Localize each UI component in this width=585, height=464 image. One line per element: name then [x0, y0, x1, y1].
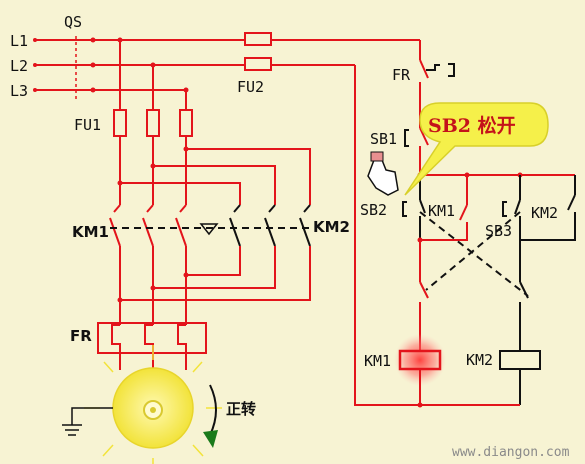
- motor: [62, 345, 222, 464]
- coil-km1-label: KM1: [364, 352, 391, 370]
- km2-hold-contact-label: KM2: [531, 204, 558, 222]
- fuse-fu2: [244, 32, 272, 71]
- line-l1-label: L1: [10, 32, 28, 50]
- hand-pointer-icon: [367, 151, 399, 196]
- main-circuit: [97, 37, 311, 370]
- km1-hold-contact-label: KM1: [428, 202, 455, 220]
- line-l2-label: L2: [10, 57, 28, 75]
- fr-contact-label: FR: [392, 66, 411, 84]
- callout-text: SB2 松开: [428, 114, 516, 137]
- rotation-label: 正转: [226, 400, 256, 418]
- fuse-fu1-label: FU1: [74, 116, 101, 134]
- control-circuit: [354, 40, 576, 408]
- contactor-km1-label: KM1: [72, 223, 109, 241]
- coil-km2-label: KM2: [466, 351, 493, 369]
- switch-qs-label: QS: [64, 13, 82, 31]
- watermark: www.diangon.com: [452, 445, 570, 460]
- forward-button-sb2-label: SB2: [360, 201, 387, 219]
- reverse-button-sb3-label: SB3: [485, 222, 512, 240]
- line-l3-label: L3: [10, 82, 28, 100]
- fuse-fu2-label: FU2: [237, 78, 264, 96]
- callout-bubble: [404, 102, 549, 196]
- stop-button-sb1-label: SB1: [370, 130, 397, 148]
- contactor-km2-label: KM2: [313, 218, 350, 236]
- thermal-relay-label: FR: [70, 327, 92, 345]
- supply-lines: [33, 36, 420, 102]
